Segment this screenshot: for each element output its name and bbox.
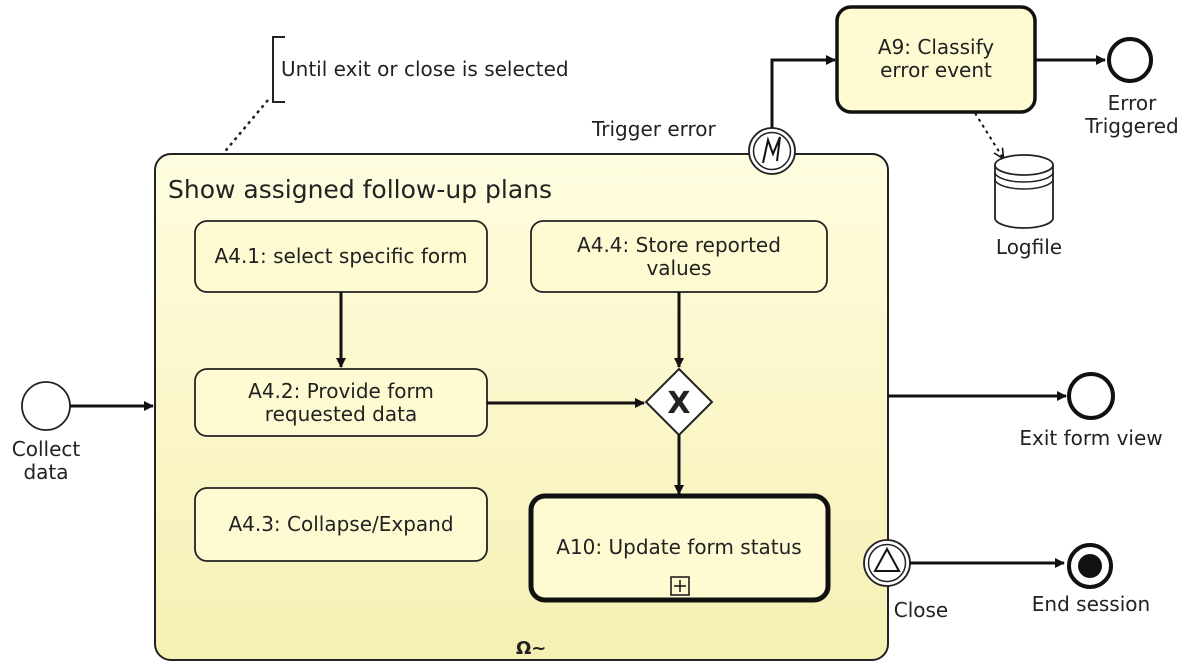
task-a9-label-line2: error event (880, 58, 992, 82)
task-a4-2-label-line1: A4.2: Provide form (248, 379, 434, 403)
subprocess-title: Show assigned follow-up plans (168, 175, 552, 204)
error-end-label-line1: Error (1108, 91, 1158, 115)
sequence-flows (336, 292, 684, 495)
error-boundary-label: Trigger error (591, 117, 717, 141)
start-event-collect-data[interactable]: Collect data (12, 381, 81, 484)
task-a9-label-line1: A9: Classify (878, 35, 994, 59)
lightning-icon (762, 136, 781, 164)
task-a4-4-label-line1: A4.4: Store reported (577, 233, 781, 257)
annotation-text: Until exit or close is selected (281, 57, 569, 81)
start-event-label-line1: Collect (12, 437, 81, 461)
task-a4-4-label-line2: values (646, 256, 711, 280)
end-event-end-session[interactable]: End session (1032, 543, 1150, 616)
task-a4-2-label-line2: requested data (265, 402, 417, 426)
task-a4-3[interactable]: A4.3: Collapse/Expand (194, 487, 488, 562)
collapsed-subprocess-icon (670, 576, 690, 596)
close-boundary-label: Close (894, 598, 948, 622)
exit-end-label: Exit form view (1019, 426, 1162, 450)
task-a10-label: A10: Update form status (556, 535, 801, 559)
end-event-exit-form-view[interactable]: Exit form view (1019, 372, 1163, 450)
task-a4-4[interactable]: A4.4: Store reported values (530, 220, 828, 293)
datastore-logfile[interactable]: Logfile (994, 154, 1062, 259)
task-a4-3-label: A4.3: Collapse/Expand (228, 512, 453, 536)
exclusive-gateway[interactable]: X (644, 367, 714, 437)
text-annotation: Until exit or close is selected (221, 36, 569, 156)
signal-triangle-icon (873, 546, 901, 572)
task-a9[interactable]: A9: Classify error event (835, 5, 1037, 114)
close-boundary-event[interactable]: Close (863, 539, 948, 622)
datastore-label: Logfile (996, 235, 1062, 259)
task-a4-1[interactable]: A4.1: select specific form (194, 220, 488, 293)
gateway-x-icon: X (667, 386, 690, 421)
task-a4-2[interactable]: A4.2: Provide form requested data (194, 368, 488, 437)
end-session-label: End session (1032, 592, 1150, 616)
task-a10[interactable]: A10: Update form status (528, 493, 831, 603)
error-end-label-line2: Triggered (1084, 114, 1179, 138)
start-event-label-line2: data (23, 460, 68, 484)
task-a4-1-label: A4.1: select specific form (215, 244, 468, 268)
end-event-error-triggered[interactable]: Error Triggered (1084, 37, 1179, 138)
loop-marker-icon: Ω~ (516, 638, 546, 659)
